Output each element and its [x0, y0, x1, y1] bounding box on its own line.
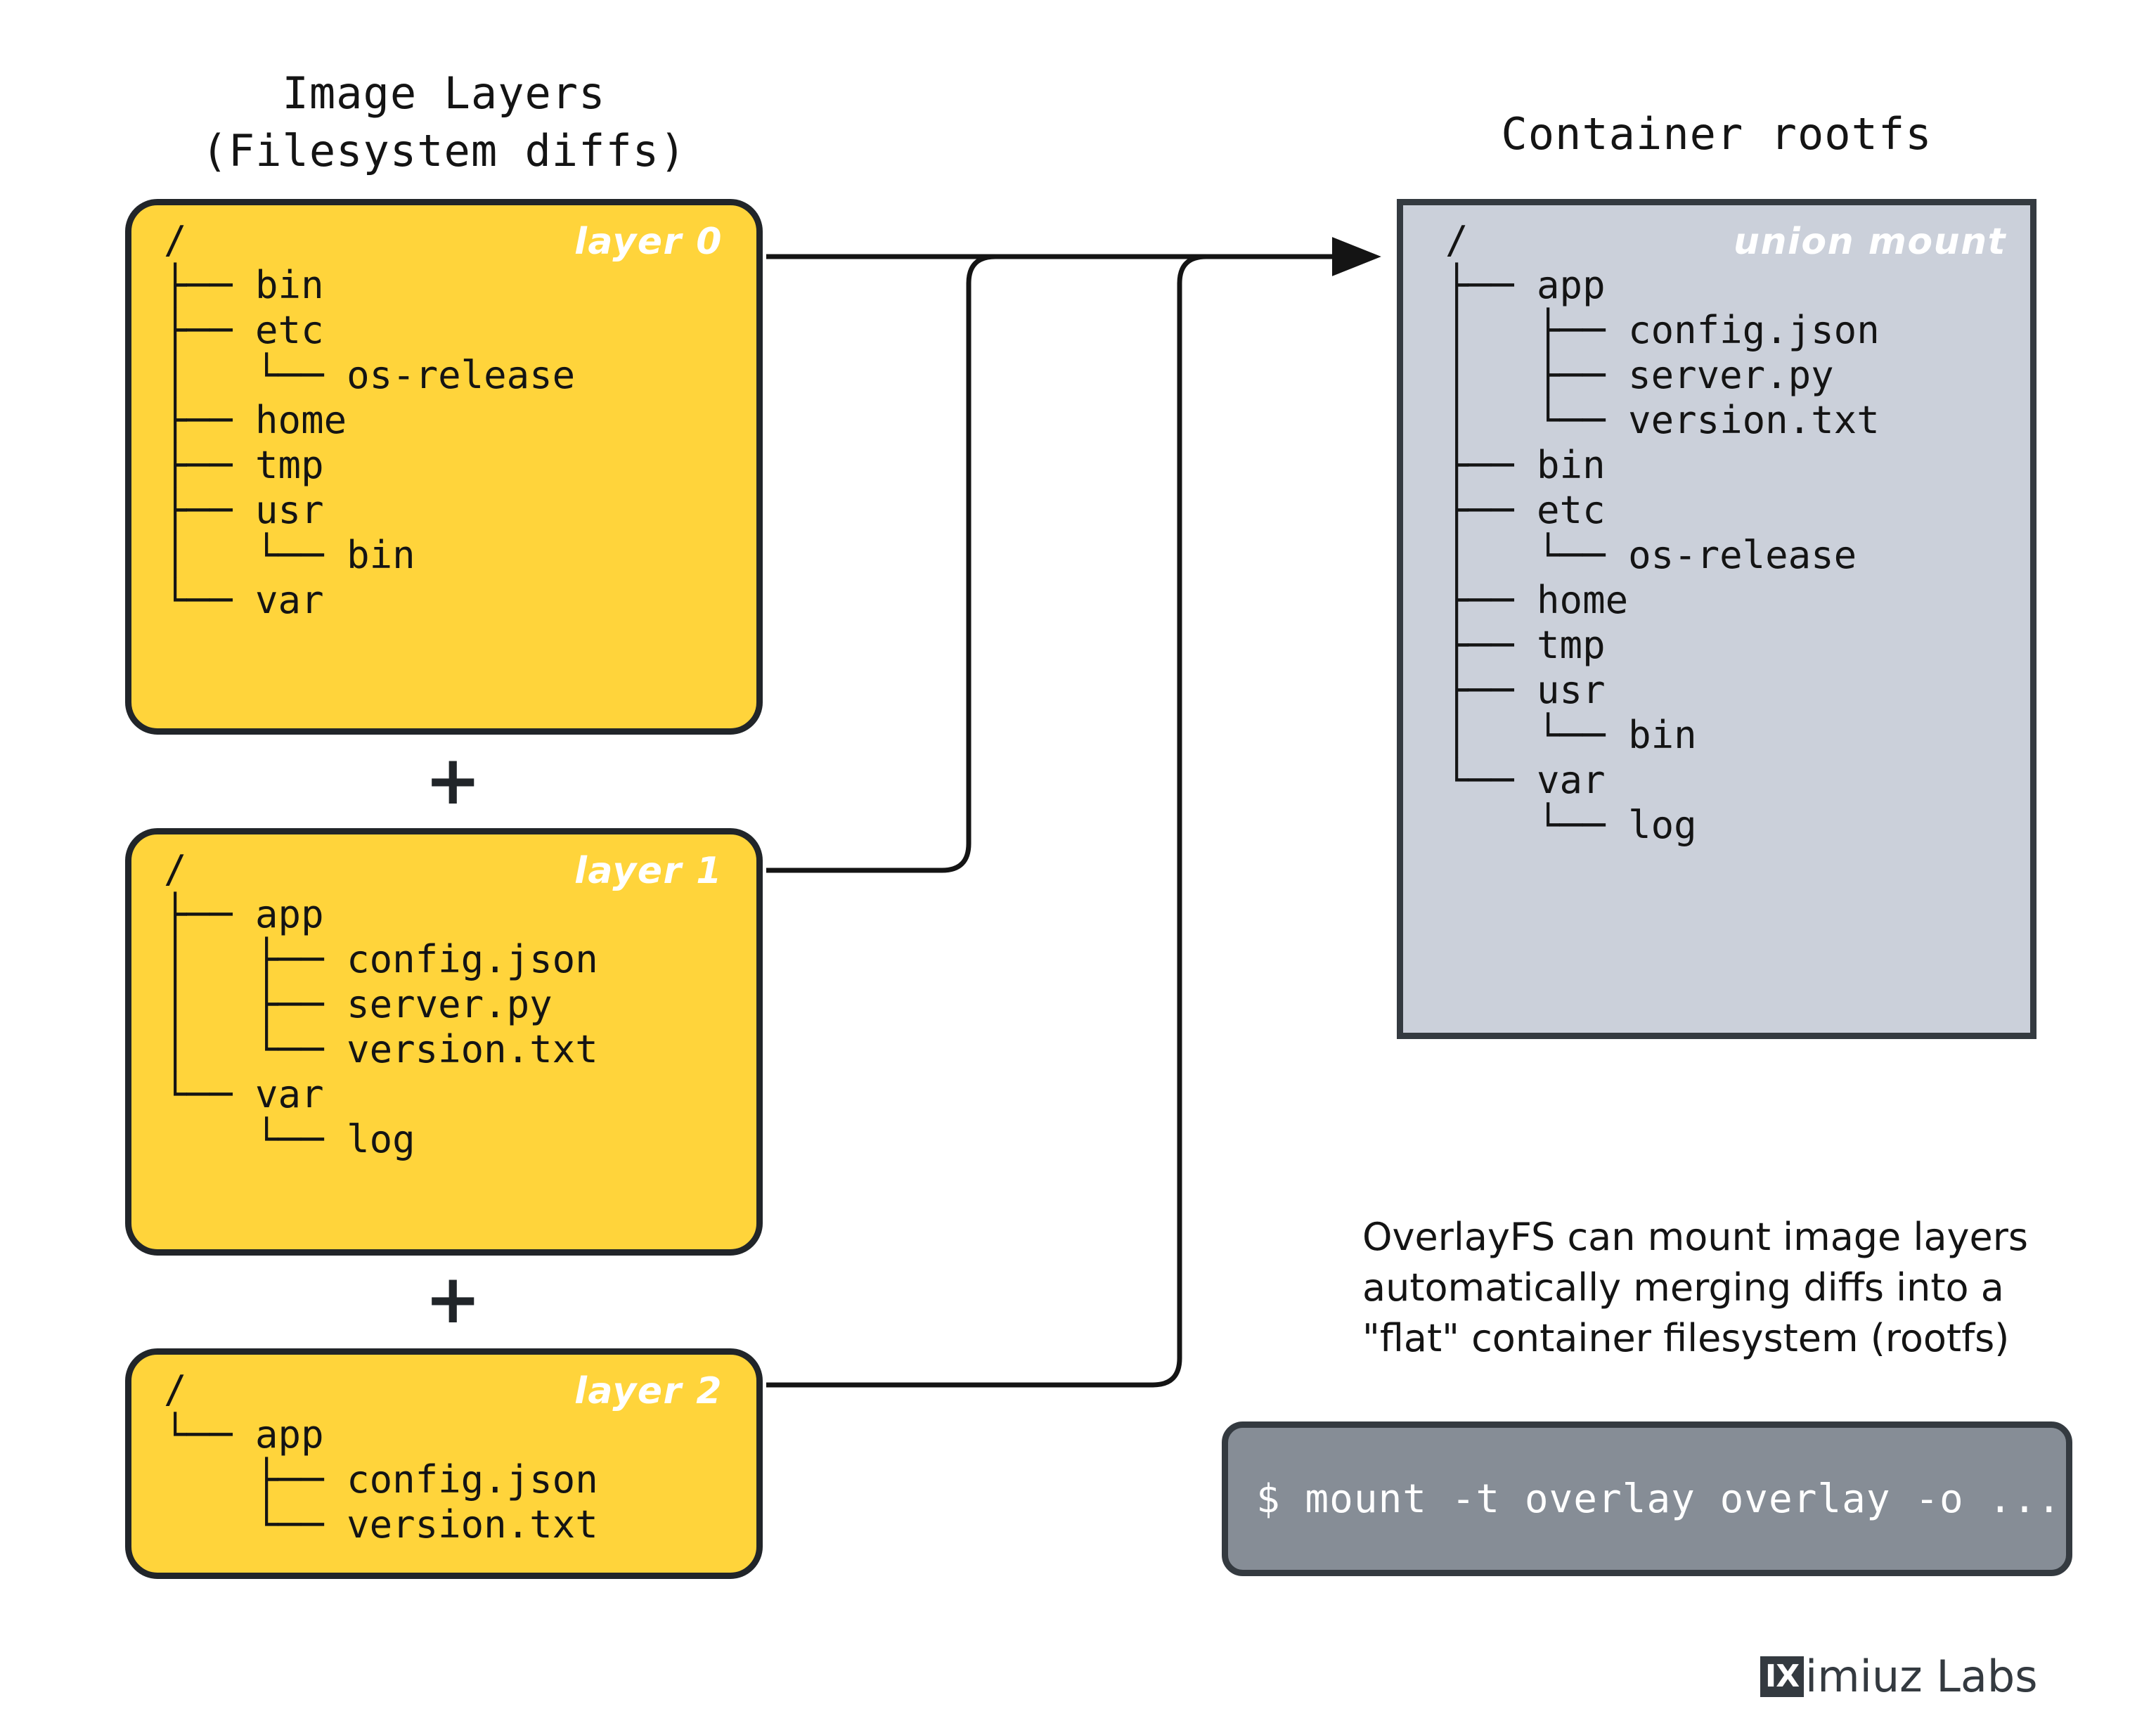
container-rootfs-box[interactable]: union mount / ├── app │ ├── config.json …: [1397, 199, 2036, 1039]
layer-box-1[interactable]: layer 1 / ├── app │ ├── config.json │ ├─…: [125, 828, 763, 1256]
layer-box-0[interactable]: layer 0 / ├── bin ├── etc │ └── os-relea…: [125, 199, 763, 735]
layer-tag-1: layer 1: [574, 850, 723, 892]
union-mount-tag: union mount: [1733, 221, 2006, 263]
layer-tag-2: layer 2: [574, 1370, 723, 1412]
layer-tree-0: / ├── bin ├── etc │ └── os-release ├── h…: [164, 218, 576, 622]
connector-layer2: [766, 254, 1336, 1388]
logo-text: imiuz Labs: [1805, 1651, 2038, 1702]
plus-operator-2: +: [425, 1260, 482, 1339]
terminal-command-text: $ mount -t overlay overlay -o ...: [1256, 1476, 2062, 1522]
image-layers-heading: Image Layers (Filesystem diffs): [201, 67, 687, 176]
terminal-command-box[interactable]: $ mount -t overlay overlay -o ...: [1222, 1421, 2072, 1576]
layer-tree-2: / └── app ├── config.json └── version.tx…: [164, 1367, 598, 1547]
rootfs-tree: / ├── app │ ├── config.json │ ├── server…: [1445, 218, 1880, 847]
container-rootfs-heading: Container rootfs: [1501, 108, 1932, 160]
connector-layer1: [766, 254, 1336, 873]
logo-mark-icon: IX: [1760, 1656, 1804, 1697]
layer-tree-1: / ├── app │ ├── config.json │ ├── server…: [164, 847, 598, 1161]
overlayfs-note: OverlayFS can mount image layers automat…: [1362, 1215, 2029, 1360]
layer-box-2[interactable]: layer 2 / └── app ├── config.json └── ve…: [125, 1348, 763, 1579]
imiuz-labs-logo[interactable]: IX imiuz Labs: [1760, 1651, 2038, 1702]
plus-operator-1: +: [425, 741, 482, 820]
layer-tag-0: layer 0: [574, 221, 723, 263]
